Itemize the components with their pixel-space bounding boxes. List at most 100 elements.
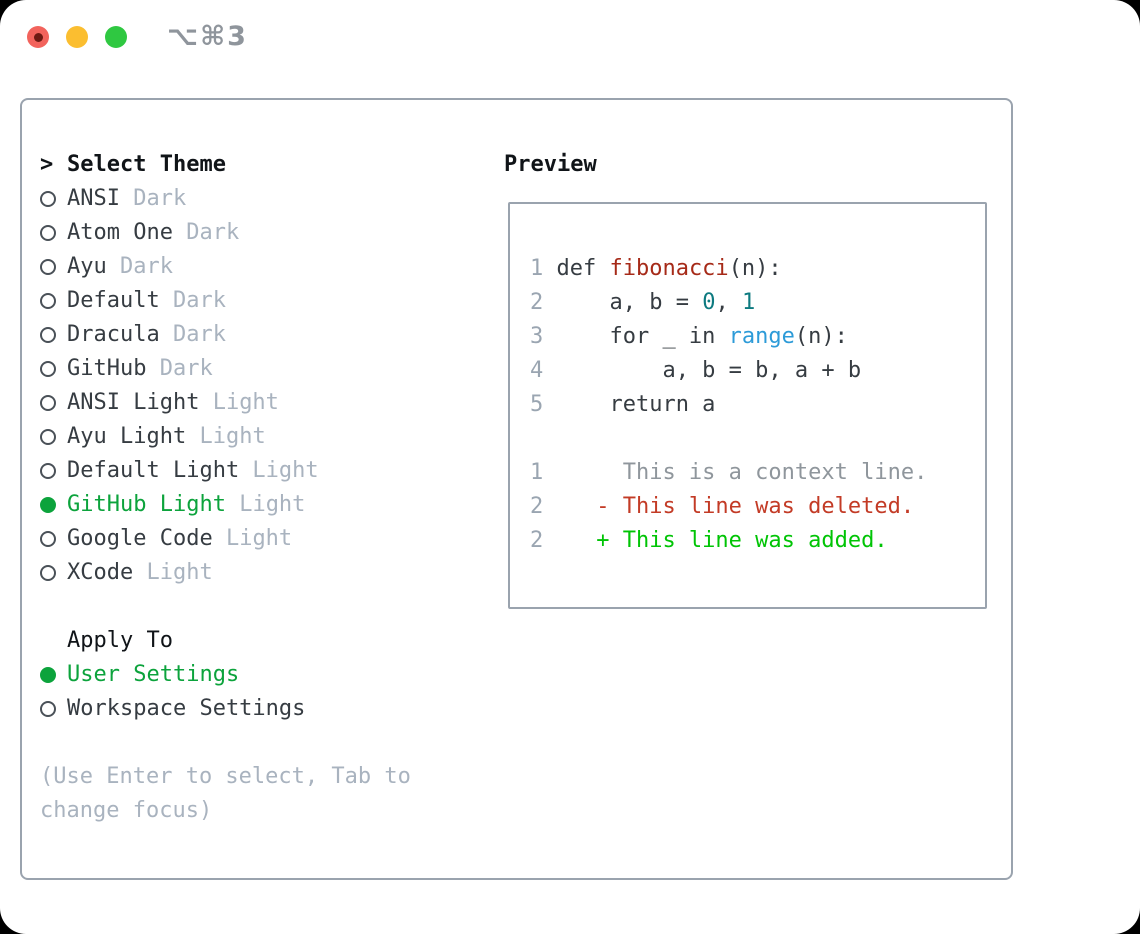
apply-to-header: Apply To [40,624,502,658]
radio-icon [40,225,67,241]
radio-icon [40,531,67,547]
theme-item[interactable]: Atom One Dark [40,216,502,250]
line-number: 2 [530,290,544,315]
theme-item[interactable]: ANSI Light Light [40,386,502,420]
radio-icon [40,191,67,207]
code-line [530,422,985,456]
theme-item-label: Google Code Light [67,526,293,551]
theme-item-label: XCode Light [67,560,213,585]
code-segment: range [728,324,795,349]
radio-selected-icon [40,497,67,513]
apply-to-title: Apply To [67,628,173,653]
theme-item[interactable]: Ayu Dark [40,250,502,284]
code-segment: return a [556,392,716,417]
line-number: 3 [530,324,544,349]
traffic-lights [27,26,127,48]
line-content: return a [556,392,715,417]
theme-item[interactable]: Default Light Light [40,454,502,488]
line-number: 1 [530,256,544,281]
theme-item-label: Dracula Dark [67,322,226,347]
radio-icon [40,361,67,377]
code-line: 2 + This line was added. [530,524,985,558]
theme-item-label: Ayu Dark [67,254,173,279]
code-line: 1 This is a context line. [530,456,985,490]
radio-icon [40,463,67,479]
code-line: 3 for _ in range(n): [530,320,985,354]
radio-icon [40,565,67,581]
code-line: 4 a, b = b, a + b [530,354,985,388]
apply-to-option-label: Workspace Settings [67,696,306,721]
theme-item-label: ANSI Dark [67,186,187,211]
theme-item-label: Ayu Light Light [67,424,266,449]
line-number: 5 [530,392,544,417]
line-number: 1 [530,460,544,485]
theme-item[interactable]: Ayu Light Light [40,420,502,454]
code-segment: a, b = b, a + b [556,358,862,383]
line-number: 4 [530,358,544,383]
close-button[interactable] [27,26,49,48]
code-segment: 1 [741,290,756,315]
line-content: a, b = 0, 1 [556,290,755,315]
theme-item[interactable]: XCode Light [40,556,502,590]
radio-icon [40,327,67,343]
line-content: + This line was added. [556,528,887,553]
line-content: This is a context line. [556,460,928,485]
radio-icon [40,259,67,275]
theme-list-column: > Select Theme ANSI Dark Atom One Dark A… [40,148,502,876]
theme-item[interactable]: Google Code Light [40,522,502,556]
theme-item-label: GitHub Light Light [67,492,306,517]
theme-item[interactable]: GitHub Dark [40,352,502,386]
radio-icon [40,395,67,411]
code-line: 1 def fibonacci(n): [530,252,985,286]
apply-to-list: User Settings Workspace Settings [40,658,502,726]
line-content: - This line was deleted. [556,494,914,519]
spacer [40,726,502,760]
code-segment: (n): [794,324,848,349]
title-bar: ⌥⌘3 [0,0,1140,72]
code-line: 5 return a [530,388,985,422]
theme-item-label: Atom One Dark [67,220,240,245]
radio-icon [40,701,67,717]
radio-selected-icon [40,667,67,683]
apply-to-option[interactable]: Workspace Settings [40,692,502,726]
spacer [40,590,502,624]
line-number: 2 [530,528,544,553]
minimize-button[interactable] [66,26,88,48]
code-segment: + This line was added. [556,528,888,553]
code-line: 2 - This line was deleted. [530,490,985,524]
keyboard-shortcut-label: ⌥⌘3 [167,21,248,52]
theme-item[interactable]: Default Dark [40,284,502,318]
focus-caret-icon: > [40,152,54,177]
theme-item[interactable]: Dracula Dark [40,318,502,352]
radio-icon [40,293,67,309]
preview-header: Preview [502,148,1009,182]
line-content: def fibonacci(n): [556,256,781,281]
theme-item-label: ANSI Light Light [67,390,279,415]
code-segment: This is a context line. [556,460,928,485]
line-content: for _ in range(n): [556,324,847,349]
radio-icon [40,429,67,445]
theme-selector-panel: > Select Theme ANSI Dark Atom One Dark A… [20,98,1013,880]
line-number: 2 [530,494,544,519]
keyboard-hint-text: (Use Enter to select, Tab to change focu… [40,764,411,823]
code-segment: , [715,290,742,315]
preview-title: Preview [504,152,597,177]
code-segment: a, b = [556,290,703,315]
zoom-button[interactable] [105,26,127,48]
theme-item[interactable]: GitHub Light Light [40,488,502,522]
theme-item-label: Default Dark [67,288,226,313]
apply-to-option-label: User Settings [67,662,240,687]
select-theme-header: > Select Theme [40,148,502,182]
code-segment: (n): [728,256,782,281]
theme-item[interactable]: ANSI Dark [40,182,502,216]
code-segment: - This line was deleted. [556,494,915,519]
code-line: 2 a, b = 0, 1 [530,286,985,320]
code-segment: fibonacci [609,256,729,281]
apply-to-option[interactable]: User Settings [40,658,502,692]
select-theme-title: Select Theme [67,152,226,177]
code-segment: def [556,256,610,281]
